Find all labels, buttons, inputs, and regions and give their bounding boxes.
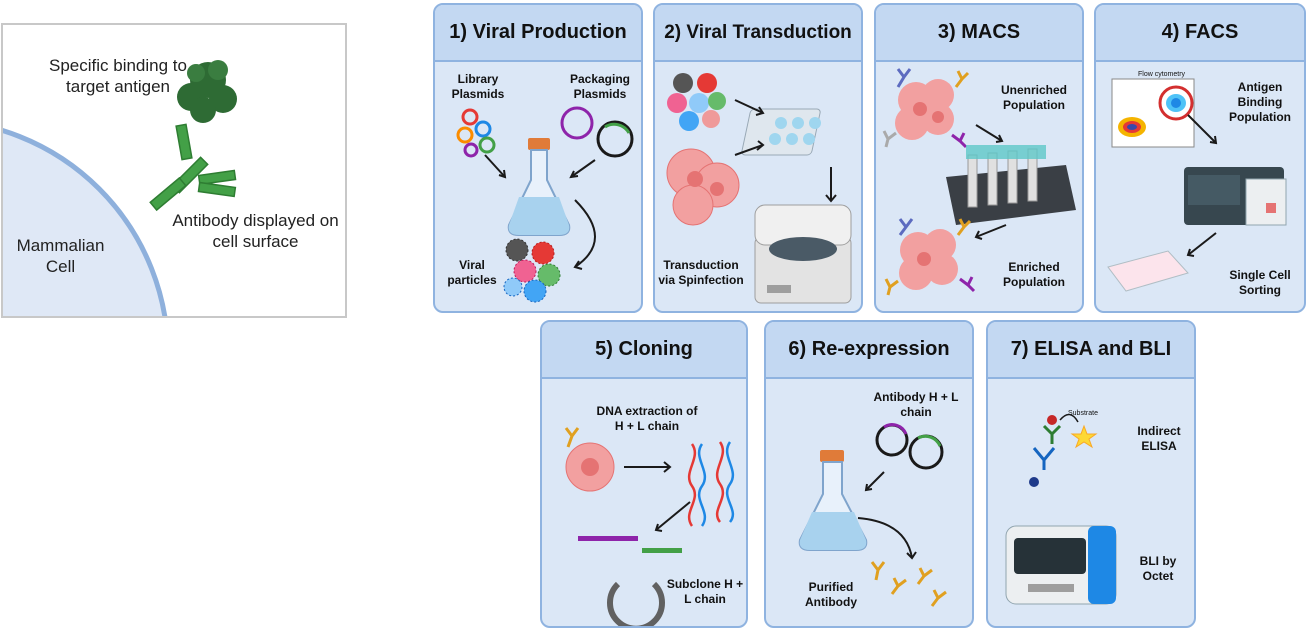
cell-sorter-icon xyxy=(1184,167,1287,226)
cloning-illustration xyxy=(564,427,735,626)
antibody-displayed-label: Antibody displayed on cell surface xyxy=(172,211,339,251)
indirect-elisa-label: Indirect ELISA xyxy=(1137,424,1181,453)
antibody-icon xyxy=(870,561,947,607)
arrow-icon xyxy=(734,99,837,203)
re-expression-illustration xyxy=(798,423,947,607)
viral-particle-icon xyxy=(503,238,561,303)
arrow-icon xyxy=(974,124,1007,240)
packaging-plasmids-label: Packaging Plasmids xyxy=(569,72,631,101)
packaging-plasmid-icon xyxy=(560,106,634,158)
macs-illustration xyxy=(882,68,1076,296)
well-plate-icon xyxy=(1107,250,1189,292)
viral-particles-label: Viral particles xyxy=(447,258,497,287)
antibody-icon xyxy=(882,68,970,149)
purified-antibody-label: Purified Antibody xyxy=(805,580,857,609)
panel-cloning: 5) Cloning DNA extraction of H + L chain… xyxy=(540,320,748,628)
flask-icon xyxy=(507,138,571,236)
mammalian-cell-label: Mammalian Cell xyxy=(16,236,105,276)
flow-cytometry-plot xyxy=(1111,78,1195,148)
antibody-chain-label: Antibody H + L chain xyxy=(873,390,959,419)
antigen-binding-label: Antigen Binding Population xyxy=(1229,80,1291,124)
arrow-icon xyxy=(857,471,917,560)
cell-cluster-icon xyxy=(895,79,954,140)
substrate-label: Substrate xyxy=(1068,410,1098,417)
panel-title: 5) Cloning xyxy=(542,322,746,379)
library-plasmids-label: Library Plasmids xyxy=(451,72,505,101)
dna-extraction-label: DNA extraction of H + L chain xyxy=(596,404,698,433)
substrate-star-icon xyxy=(1070,424,1098,449)
specific-binding-label: Specific binding to target antigen xyxy=(49,56,187,96)
elisa-bli-illustration xyxy=(1005,413,1117,605)
panel-re-expression: 6) Re-expression Antibody H + L chain Pu… xyxy=(764,320,974,628)
transduction-label: Transduction via Spinfection xyxy=(658,258,744,287)
antibody-icon xyxy=(884,218,976,296)
enriched-label: Enriched Population xyxy=(1003,260,1065,289)
panel-title: 3) MACS xyxy=(876,5,1082,62)
subclone-label: Subclone H + L chain xyxy=(666,577,744,606)
intro-figure: Specific binding to target antigen Antib… xyxy=(1,23,347,318)
flask-icon xyxy=(798,450,868,551)
mammalian-cell-illustration xyxy=(3,60,237,316)
viral-production-illustration xyxy=(456,106,634,303)
arrow-icon xyxy=(484,154,596,270)
bli-label: BLI by Octet xyxy=(1139,554,1177,583)
cell-icon xyxy=(666,148,740,226)
viral-transduction-illustration xyxy=(666,73,852,304)
arrow-icon xyxy=(624,461,691,532)
antibody-icon xyxy=(149,123,237,212)
antigen-icon xyxy=(177,60,237,123)
unenriched-label: Unenriched Population xyxy=(1000,83,1067,112)
panel-viral-production: 1) Viral Production xyxy=(433,3,643,313)
vector-icon xyxy=(578,536,682,626)
arrow-icon xyxy=(1186,114,1218,257)
dna-icon xyxy=(687,441,735,527)
panel-facs: 4) FACS Flow cytometry Antigen Binding P… xyxy=(1094,3,1306,313)
plasmid-icon xyxy=(875,423,944,470)
viral-particle-icon xyxy=(667,73,726,131)
panel-macs: 3) MACS xyxy=(874,3,1084,313)
elisa-antibody-icon xyxy=(1029,413,1079,487)
cell-cluster-icon xyxy=(899,229,958,290)
single-cell-label: Single Cell Sorting xyxy=(1229,268,1291,297)
centrifuge-icon xyxy=(754,204,852,304)
panel-title: 2) Viral Transduction xyxy=(655,5,861,62)
panel-elisa-bli: 7) ELISA and BLI Substrate Indirect ELIS… xyxy=(986,320,1196,628)
facs-illustration xyxy=(1107,78,1287,292)
octet-instrument-icon xyxy=(1005,525,1117,605)
panel-title: 1) Viral Production xyxy=(435,5,641,62)
cell-icon xyxy=(564,427,615,492)
panel-title: 6) Re-expression xyxy=(766,322,972,379)
panel-viral-transduction: 2) Viral Transduction xyxy=(653,3,863,313)
plot-title: Flow cytometry xyxy=(1138,71,1186,78)
magnetic-separator-icon xyxy=(946,145,1076,225)
plasmid-icon xyxy=(456,108,496,158)
panel-title: 7) ELISA and BLI xyxy=(988,322,1194,379)
panel-title: 4) FACS xyxy=(1096,5,1304,62)
